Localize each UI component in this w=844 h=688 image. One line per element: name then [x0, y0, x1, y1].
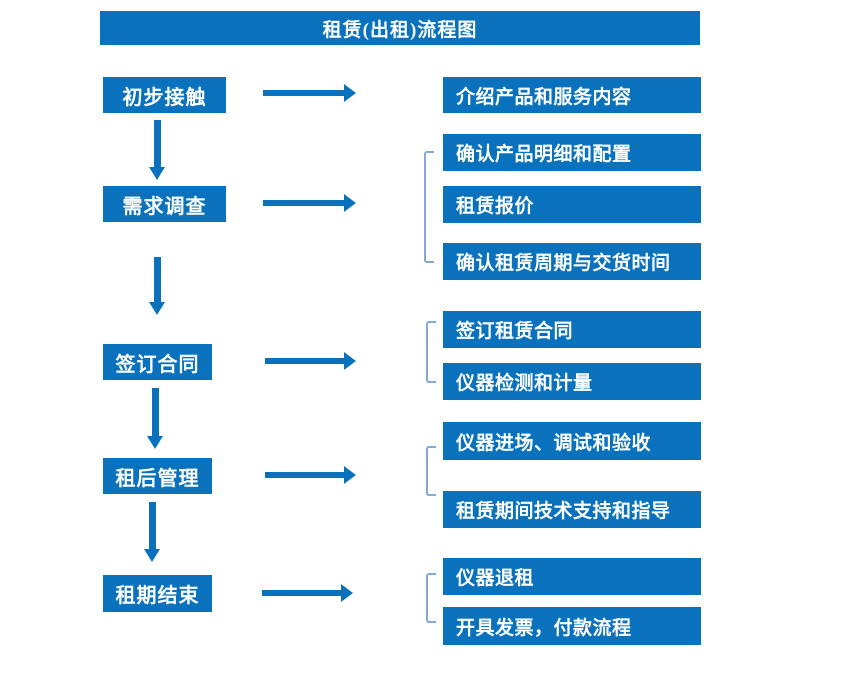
- group-bracket-rental-end: [426, 573, 436, 623]
- stage-box-demand-survey: 需求调查: [103, 186, 226, 222]
- arrow-head-icon: [147, 436, 163, 449]
- group-bracket-sign-contract: [426, 321, 436, 383]
- detail-box-instrument-return: 仪器退租: [443, 558, 701, 595]
- right-arrow-demand-survey: [263, 194, 356, 212]
- detail-box-tech-support: 租赁期间技术支持和指导: [443, 491, 701, 528]
- down-arrow-1: [149, 120, 166, 180]
- arrow-head-icon: [341, 584, 353, 602]
- stage-box-post-rental-management: 租后管理: [103, 458, 212, 494]
- arrow-head-icon: [344, 194, 356, 212]
- arrow-shaft: [262, 590, 342, 596]
- right-arrow-rental-end: [262, 584, 353, 602]
- arrow-shaft: [152, 388, 159, 437]
- arrow-head-icon: [344, 466, 356, 484]
- stage-box-initial-contact: 初步接触: [103, 77, 226, 113]
- arrow-shaft: [263, 90, 345, 96]
- detail-box-introduce-products: 介绍产品和服务内容: [443, 77, 701, 113]
- stage-box-sign-contract: 签订合同: [103, 344, 212, 380]
- detail-box-instrument-testing: 仪器检测和计量: [443, 363, 701, 400]
- down-arrow-2: [149, 257, 166, 315]
- detail-box-sign-rental-contract: 签订租赁合同: [443, 311, 701, 348]
- detail-box-rental-quote: 租赁报价: [443, 186, 701, 223]
- arrow-head-icon: [149, 302, 165, 315]
- detail-box-instrument-entry-acceptance: 仪器进场、调试和验收: [443, 422, 701, 460]
- stage-box-rental-end: 租期结束: [103, 575, 212, 612]
- flowchart-title: 租赁(出租)流程图: [100, 11, 700, 45]
- detail-box-confirm-rental-period: 确认租赁周期与交货时间: [443, 243, 701, 280]
- down-arrow-4: [144, 502, 161, 562]
- arrow-head-icon: [149, 167, 165, 180]
- down-arrow-3: [147, 388, 164, 449]
- group-bracket-post-rental: [426, 446, 436, 496]
- arrow-shaft: [154, 257, 161, 303]
- right-arrow-sign-contract: [265, 352, 356, 370]
- arrow-head-icon: [344, 352, 356, 370]
- detail-box-confirm-product-details: 确认产品明细和配置: [443, 134, 701, 171]
- arrow-head-icon: [144, 549, 160, 562]
- arrow-shaft: [263, 200, 345, 206]
- arrow-shaft: [154, 120, 161, 168]
- right-arrow-initial-contact: [263, 84, 356, 102]
- arrow-head-icon: [344, 84, 356, 102]
- right-arrow-post-rental: [265, 466, 356, 484]
- arrow-shaft: [265, 358, 345, 364]
- arrow-shaft: [149, 502, 156, 550]
- arrow-shaft: [265, 472, 345, 478]
- detail-box-invoice-payment: 开具发票，付款流程: [443, 607, 701, 645]
- group-bracket-demand-survey: [424, 151, 434, 263]
